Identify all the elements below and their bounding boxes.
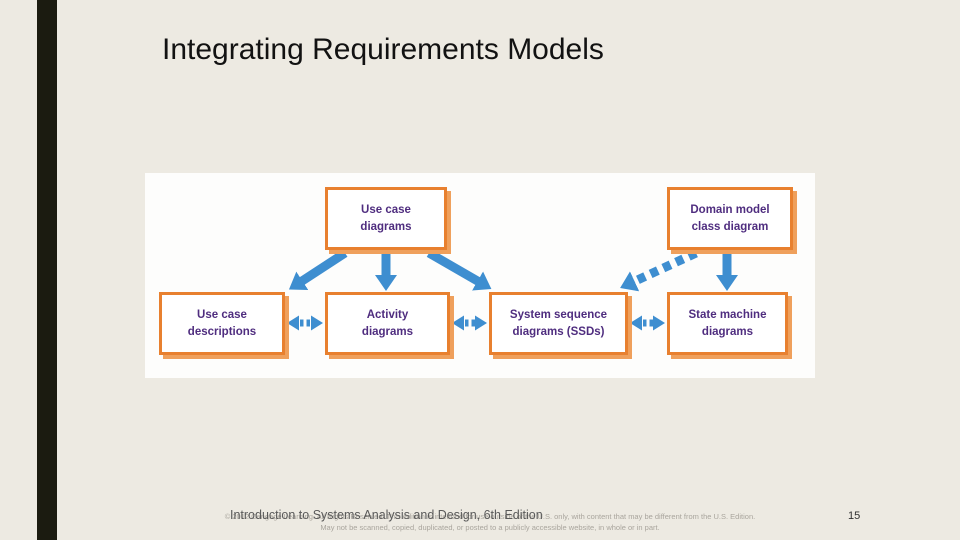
diagram-arrows <box>287 248 738 331</box>
diagram-box-label: State machine diagrams <box>688 308 767 338</box>
arrow-descriptions-activity-twoway <box>287 315 323 331</box>
page-number: 15 <box>848 510 861 522</box>
diagram-box-label: Use case diagrams <box>360 203 412 233</box>
arrow-activity-ssd-twoway <box>452 315 487 331</box>
footer-course-title: Introduction to Systems Analysis and Des… <box>230 508 543 522</box>
copyright-line-2: May not be scanned, copied, duplicated, … <box>320 523 660 533</box>
slide-accent-bar <box>37 0 57 540</box>
arrow-usecasediagrams-to-ssd <box>426 249 492 291</box>
copyright-notice: © 2012 Cengage Learning. All Rights Rese… <box>150 511 830 534</box>
diagram-box-system-sequence-diagrams: System sequence diagrams (SSDs) <box>489 292 628 355</box>
copyright-line-1: © 2012 Cengage Learning. All Rights Rese… <box>224 512 756 521</box>
arrow-usecasediagrams-to-descriptions <box>288 249 348 291</box>
diagram-box-label: Activity diagrams <box>361 308 414 338</box>
diagram-box-label: Use case descriptions <box>187 308 257 338</box>
diagram-box-use-case-descriptions: Use case descriptions <box>159 292 285 355</box>
diagram-box-label: System sequence diagrams (SSDs) <box>509 308 608 338</box>
diagram-box-state-machine-diagrams: State machine diagrams <box>667 292 788 355</box>
diagram-box-activity-diagrams: Activity diagrams <box>325 292 450 355</box>
requirements-models-diagram: Use case diagrams Domain model class dia… <box>145 173 815 378</box>
arrow-domainmodel-to-ssd-dashed <box>620 248 698 292</box>
diagram-box-use-case-diagrams: Use case diagrams <box>325 187 447 250</box>
diagram-box-domain-model-class-diagram: Domain model class diagram <box>667 187 793 250</box>
slide-title: Integrating Requirements Models <box>162 33 604 67</box>
diagram-box-label: Domain model class diagram <box>690 203 770 233</box>
arrow-ssd-statemachine-twoway <box>630 315 665 331</box>
